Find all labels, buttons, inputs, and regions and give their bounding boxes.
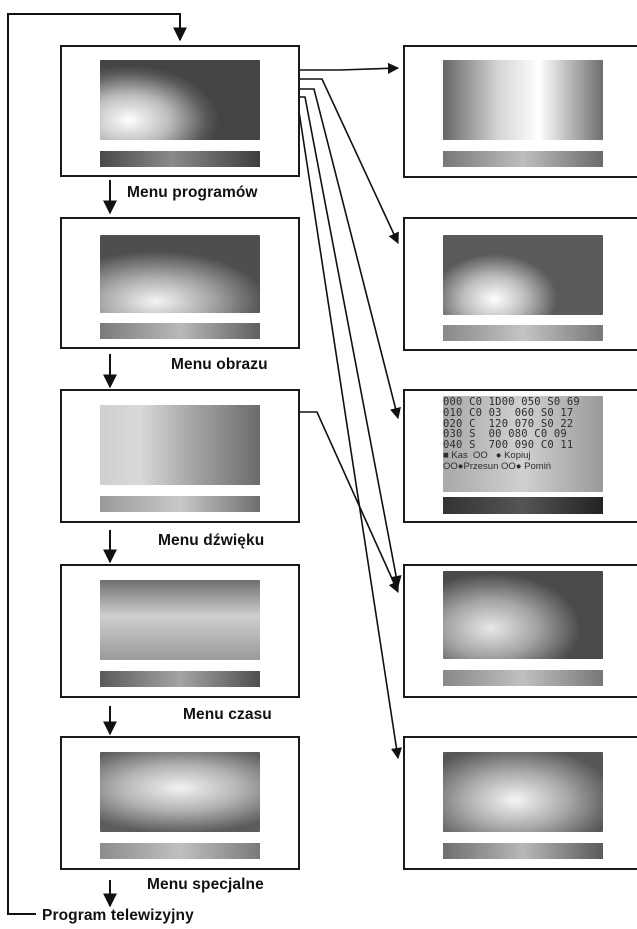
program-table-row: 040 S 700 090 C0 11 — [443, 439, 574, 452]
program-table: 000 C0 1D00 050 S0 69 010 C0 03 060 S0 1… — [443, 397, 603, 487]
tv-frame-time — [60, 564, 300, 698]
tv-frame-picture — [60, 217, 300, 349]
tv-screen — [100, 580, 260, 660]
tv-frame-programs — [60, 45, 300, 177]
tv-menu-bar — [443, 843, 603, 859]
tv-menu-bar — [443, 670, 603, 686]
menu-label-time: Menu czasu — [183, 706, 272, 723]
tv-menu-bar — [443, 497, 603, 514]
tv-menu-bar — [443, 151, 603, 167]
tv-screen — [100, 752, 260, 832]
tv-screen — [443, 396, 603, 492]
tv-screen — [443, 571, 603, 659]
tv-frame-sound — [60, 389, 300, 523]
tv-screen — [100, 235, 260, 313]
program-table-row: 000 C0 1D00 050 S0 69 — [443, 396, 580, 408]
tv-menu-bar — [443, 325, 603, 341]
program-table-row: 020 C 120 070 S0 22 — [443, 417, 574, 430]
tv-screen — [100, 60, 260, 140]
tv-frame-submenu-1 — [403, 45, 637, 178]
bottom-label-tv-program: Program telewizyjny — [42, 907, 194, 924]
tv-menu-bar — [100, 496, 260, 512]
tv-screen — [443, 235, 603, 315]
menu-label-programs: Menu programów — [127, 184, 258, 201]
tv-frame-special — [60, 736, 300, 870]
tv-screen — [100, 405, 260, 485]
program-table-row: 030 S 00 080 C0 09 — [443, 428, 567, 441]
program-table-row: 010 C0 03 060 S0 17 — [443, 406, 574, 419]
loop-back-line — [7, 13, 187, 915]
menu-label-sound: Menu dźwięku — [158, 532, 265, 549]
tv-menu-bar — [100, 671, 260, 687]
tv-frame-submenu-5 — [403, 736, 637, 870]
tv-screen — [443, 60, 603, 140]
tv-screen — [443, 752, 603, 832]
tv-menu-bar — [100, 843, 260, 859]
tv-frame-submenu-3 — [403, 389, 637, 523]
tv-menu-bar — [100, 323, 260, 339]
tv-menu-bar — [100, 151, 260, 167]
tv-frame-submenu-2 — [403, 217, 637, 351]
tv-frame-submenu-4 — [403, 564, 637, 698]
program-table-actions: ■ Kas OO ● Kopiuj — [443, 449, 531, 461]
menu-label-special: Menu specjalne — [147, 876, 264, 893]
program-table-actions: OO●Przesun OO● Pomiń — [443, 460, 552, 472]
menu-label-picture: Menu obrazu — [171, 356, 268, 373]
